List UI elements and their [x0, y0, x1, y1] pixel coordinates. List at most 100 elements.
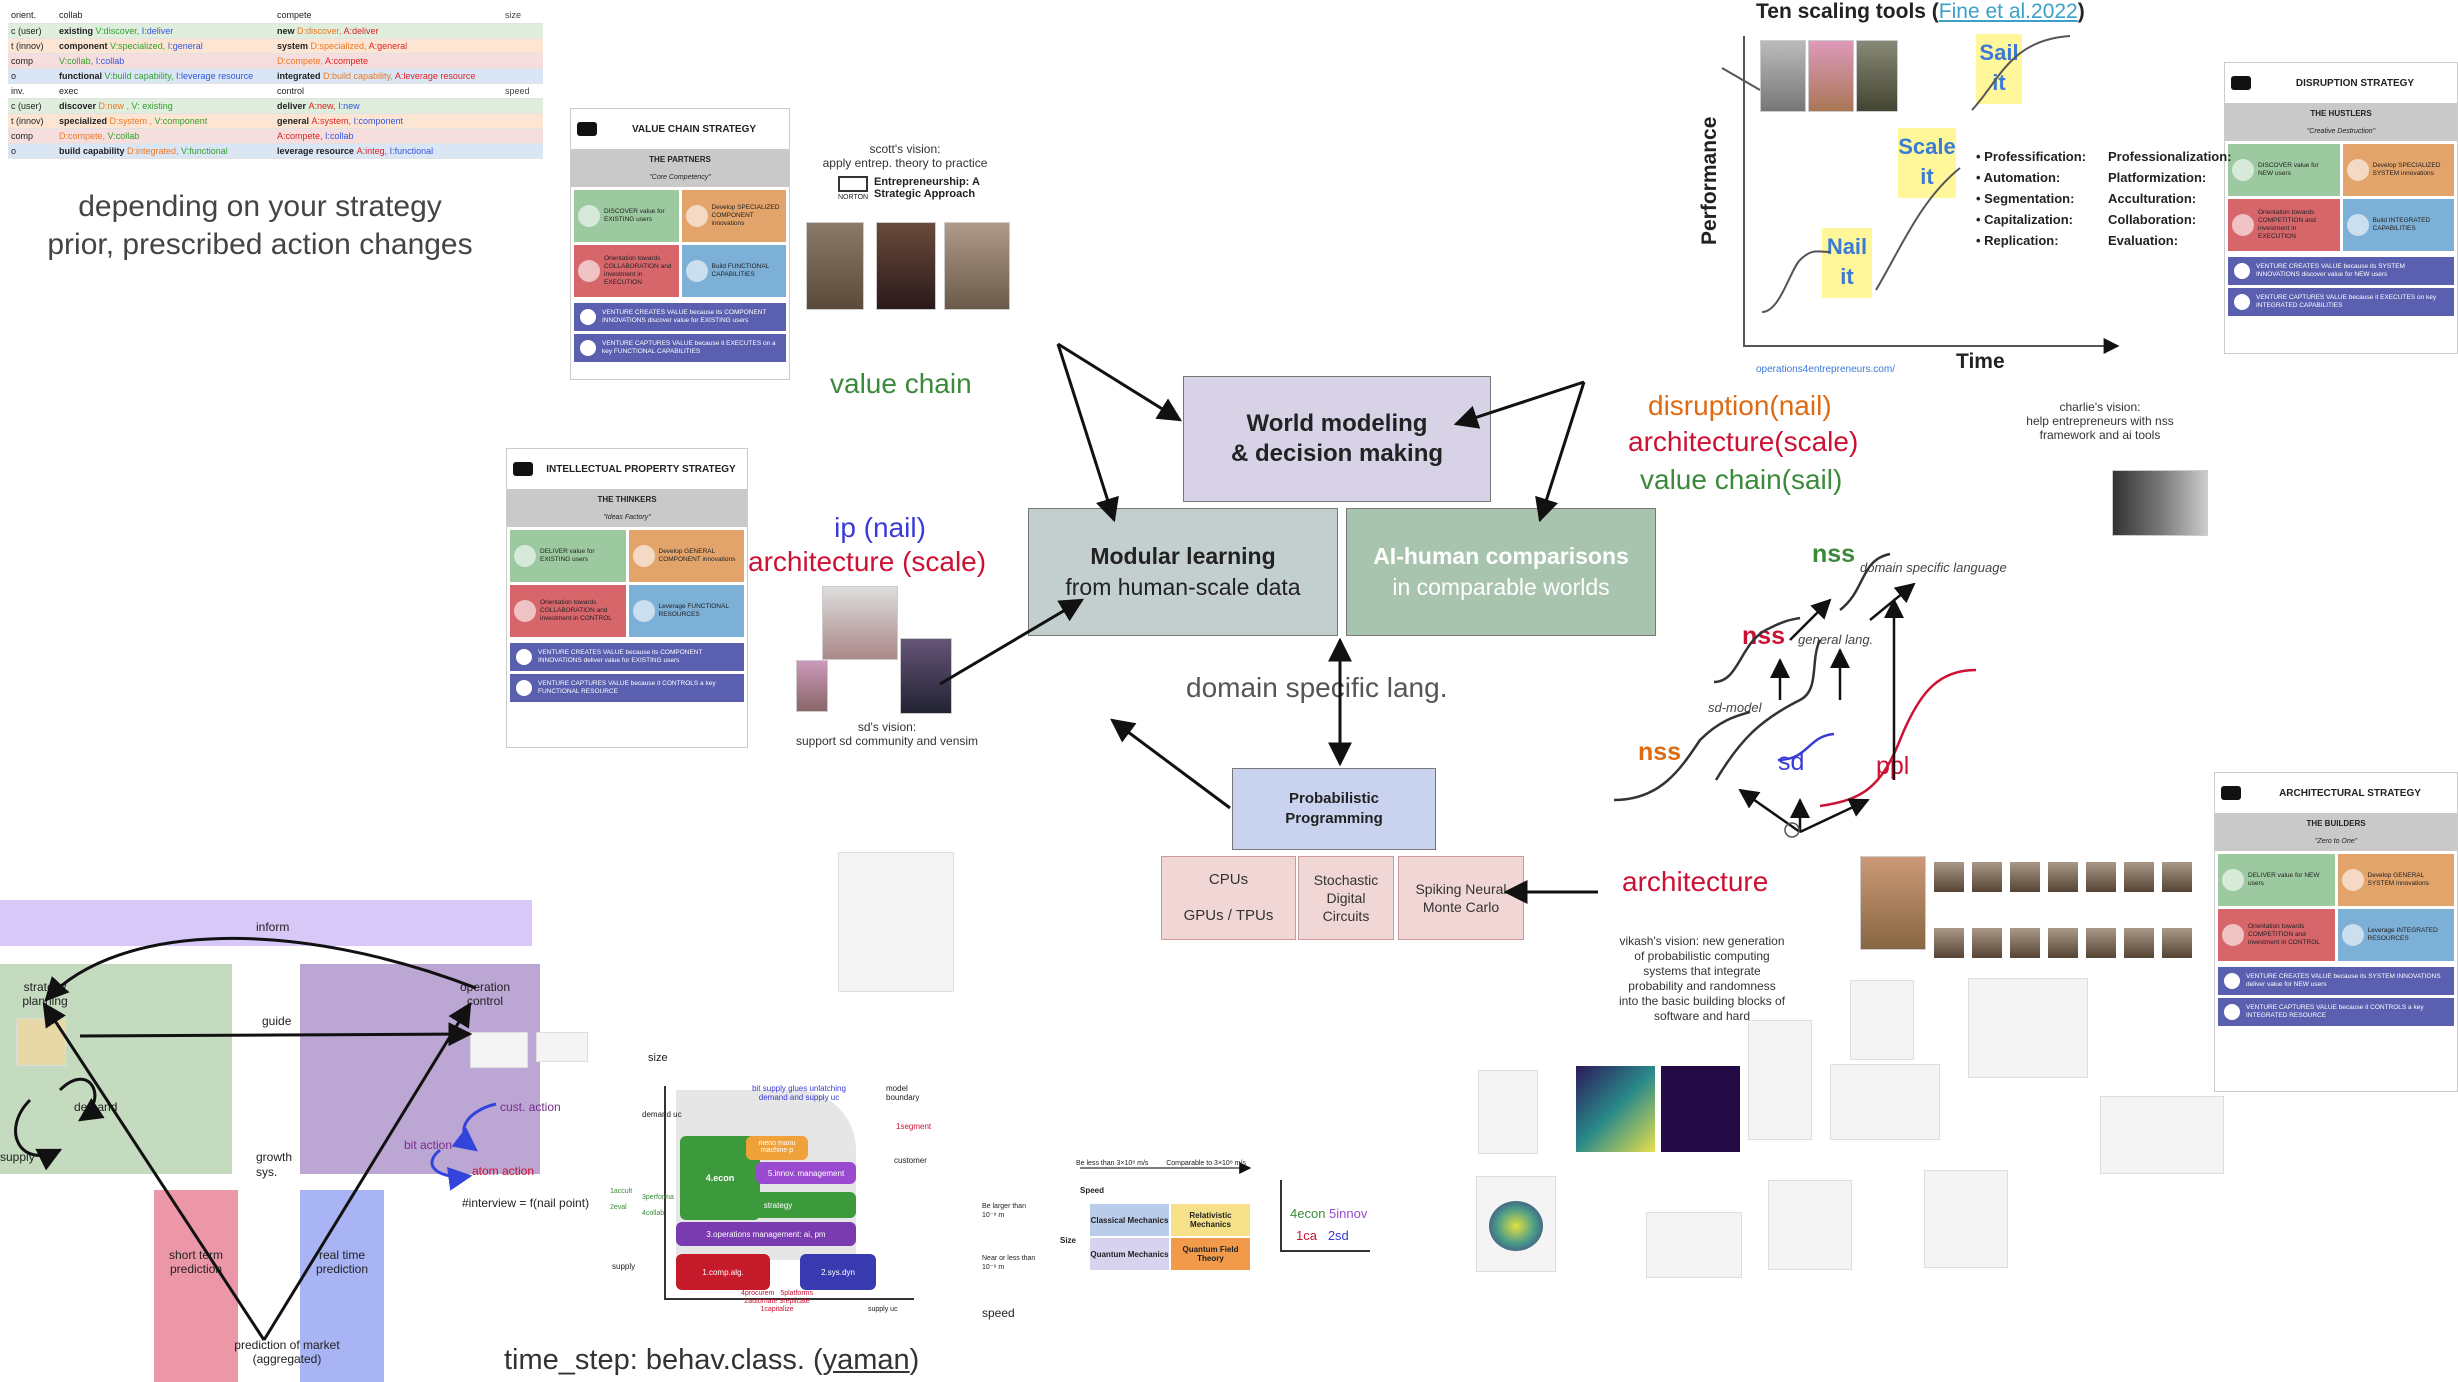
table-key-cell: comp	[8, 128, 56, 144]
sd-vision: sd's vision: support sd community and ve…	[782, 720, 992, 748]
loop-growth-label: growth sys.	[256, 1150, 293, 1179]
speed-small-label: Be less than 3×10⁸ m/s	[1076, 1160, 1149, 1167]
heatmap-1	[1576, 1066, 1655, 1152]
card-cell: Develop GENERAL COMPONENT innovations	[628, 530, 744, 582]
capitalize-label: 1capitalize	[760, 1306, 794, 1313]
scaling-chart	[1721, 35, 2120, 354]
table-compete-cell: new D:discover, A:deliver	[274, 23, 502, 39]
card-cell-text: Leverage FUNCTIONAL RESOURCES	[658, 603, 729, 618]
team-member-photo	[1934, 862, 1964, 892]
loop-atom-action: atom action	[472, 1164, 535, 1178]
scaling-tool-item: Collaboration:	[2108, 212, 2197, 227]
team-member-photo	[1972, 862, 2002, 892]
card-cell: DISCOVER value for NEW users	[2228, 144, 2340, 196]
modular-learning-box: Modular learning from human-scale data	[1028, 508, 1338, 636]
card-cell-text: Develop GENERAL SYSTEM innovations	[2367, 872, 2429, 887]
operation-control-region	[300, 964, 540, 1174]
mini-ca: 1ca	[1296, 1228, 1317, 1243]
scaling-link[interactable]: Fine et al.2022	[1938, 0, 2078, 23]
ai-human-line-1: AI-human comparisons	[1373, 543, 1629, 569]
thumbnail-heatmaps	[1576, 1066, 1740, 1152]
card-cell: Develop SPECIALIZED SYSTEM innovations	[2342, 144, 2454, 196]
card-bar-text: VENTURE CREATES VALUE because its COMPON…	[602, 309, 767, 324]
team-member-photo	[2010, 928, 2040, 958]
charlie-photo	[2112, 470, 2208, 536]
strategy-glyph-icon	[2221, 786, 2241, 800]
size-left-labels-2: 3performa 4collab	[642, 1190, 674, 1222]
table-collab-cell: D:compete, V:collab	[56, 128, 274, 144]
scaling-tool-item: Platformization:	[2108, 170, 2207, 185]
caption-line-1: depending on your strategy	[78, 190, 442, 223]
table-compete-cell: D:compete, A:compete	[274, 53, 502, 69]
spike-line-1: Spiking Neural	[1415, 881, 1507, 897]
team-member-photo	[2086, 928, 2116, 958]
card-cell-icon	[2346, 214, 2369, 236]
table-size-cell	[502, 23, 543, 39]
table-collab-cell: functional V:build capability, I:leverag…	[56, 68, 274, 84]
label-architecture: architecture	[1622, 866, 1769, 897]
card-bar-text: VENTURE CAPTURES VALUE because it CONTRO…	[2246, 1004, 2424, 1019]
table-compete-cell: system D:specialized, A:general	[274, 38, 502, 54]
card-cell-icon	[514, 600, 536, 622]
card-cell-text: DELIVER value for NEW users	[2248, 872, 2320, 887]
charlie-vision-sub1: help entrepreneurs with nss	[2026, 414, 2174, 428]
prob-line-2: Programming	[1285, 810, 1383, 827]
scaling-url[interactable]: operations4entrepreneurs.com/	[1756, 364, 1895, 375]
thumbnail-scatter-2	[1646, 1212, 1742, 1278]
card-bar-icon	[516, 680, 532, 696]
thumbnail-table	[1830, 1064, 1940, 1140]
sd-photo-1	[822, 586, 898, 660]
card-cell-text: Orientation towards COMPETITION and inve…	[2258, 209, 2316, 240]
table-key-cell: t (innov)	[8, 113, 56, 129]
scott-photo-2	[876, 222, 936, 310]
architectural-strategy-card: ARCHITECTURAL STRATEGY THE BUILDERS"Zero …	[2214, 772, 2458, 1092]
card-role: THE BUILDERS"Zero to One"	[2215, 813, 2457, 851]
card-summary-bar: VENTURE CAPTURES VALUE because it CONTRO…	[510, 674, 744, 702]
card-bar-text: VENTURE CREATES VALUE because its SYSTEM…	[2256, 263, 2405, 278]
market-line-2: (aggregated)	[252, 1352, 322, 1366]
card-cell: Orientation towards COMPETITION and inve…	[2218, 909, 2335, 961]
table-row: t (innov)specialized D:system , V:compon…	[8, 113, 543, 129]
card-summary-bar: VENTURE CREATES VALUE because its COMPON…	[510, 643, 744, 671]
loop-map-thumb-1	[470, 1032, 528, 1068]
sd-vision-sub: support sd community and vensim	[795, 734, 979, 748]
loop-inform-label: inform	[256, 920, 290, 934]
card-bar-icon	[580, 309, 596, 325]
table-size-cell: speed	[502, 83, 543, 99]
card-cell-text: Build FUNCTIONAL CAPABILITIES	[711, 263, 770, 278]
scott-vision: scott's vision: apply entrep. theory to …	[820, 142, 990, 170]
loop-real-time: real time prediction	[315, 1248, 369, 1276]
vikash-l4: probability and randomness	[1628, 979, 1776, 993]
vikash-l5: into the basic building blocks of	[1618, 994, 1786, 1008]
stoch-line-1: Stochastic	[1313, 872, 1379, 888]
dsl-nss-top: nss	[1812, 540, 1856, 568]
card-bar-icon	[2224, 973, 2240, 989]
card-cell-text: Orientation towards COLLABORATION and in…	[604, 255, 672, 286]
card-cell-text: Develop SPECIALIZED SYSTEM innovations	[2372, 162, 2441, 177]
cpus-label: CPUs	[1208, 871, 1249, 888]
card-cell-text: DISCOVER value for NEW users	[2258, 162, 2319, 177]
card-header: INTELLECTUAL PROPERTY STRATEGY	[507, 449, 747, 489]
market-line-1: prediction of market	[234, 1338, 340, 1352]
yaman-link[interactable]: yaman	[822, 1344, 910, 1376]
card-motto: "Ideas Factory"	[603, 514, 651, 521]
label-architecture-scale-2: architecture(scale)	[1628, 426, 1859, 457]
mini-sd: 2sd	[1327, 1228, 1349, 1243]
table-key-cell: t (innov)	[8, 38, 56, 54]
scott-photo-3	[944, 222, 1010, 310]
norton-logo-icon	[838, 176, 868, 192]
stoch-line-2: Digital	[1326, 890, 1366, 906]
vikash-l1: vikash's vision: new generation	[1619, 934, 1785, 948]
table-collab-cell: exec	[56, 83, 274, 99]
dsl-nss-left: nss	[1638, 738, 1682, 766]
table-compete-cell: leverage resource A:integ, I:functional	[274, 143, 502, 159]
comp-alg-block: 1.comp.alg.	[676, 1254, 770, 1290]
ai-human-comparisons-box: AI-human comparisons in comparable world…	[1346, 508, 1656, 636]
scaling-tool-item: Acculturation:	[2108, 191, 2197, 206]
card-title: ARCHITECTURAL STRATEGY	[2279, 787, 2421, 799]
scaling-tools-col-1: • Professification:• Automation:• Segmen…	[1976, 146, 2086, 251]
